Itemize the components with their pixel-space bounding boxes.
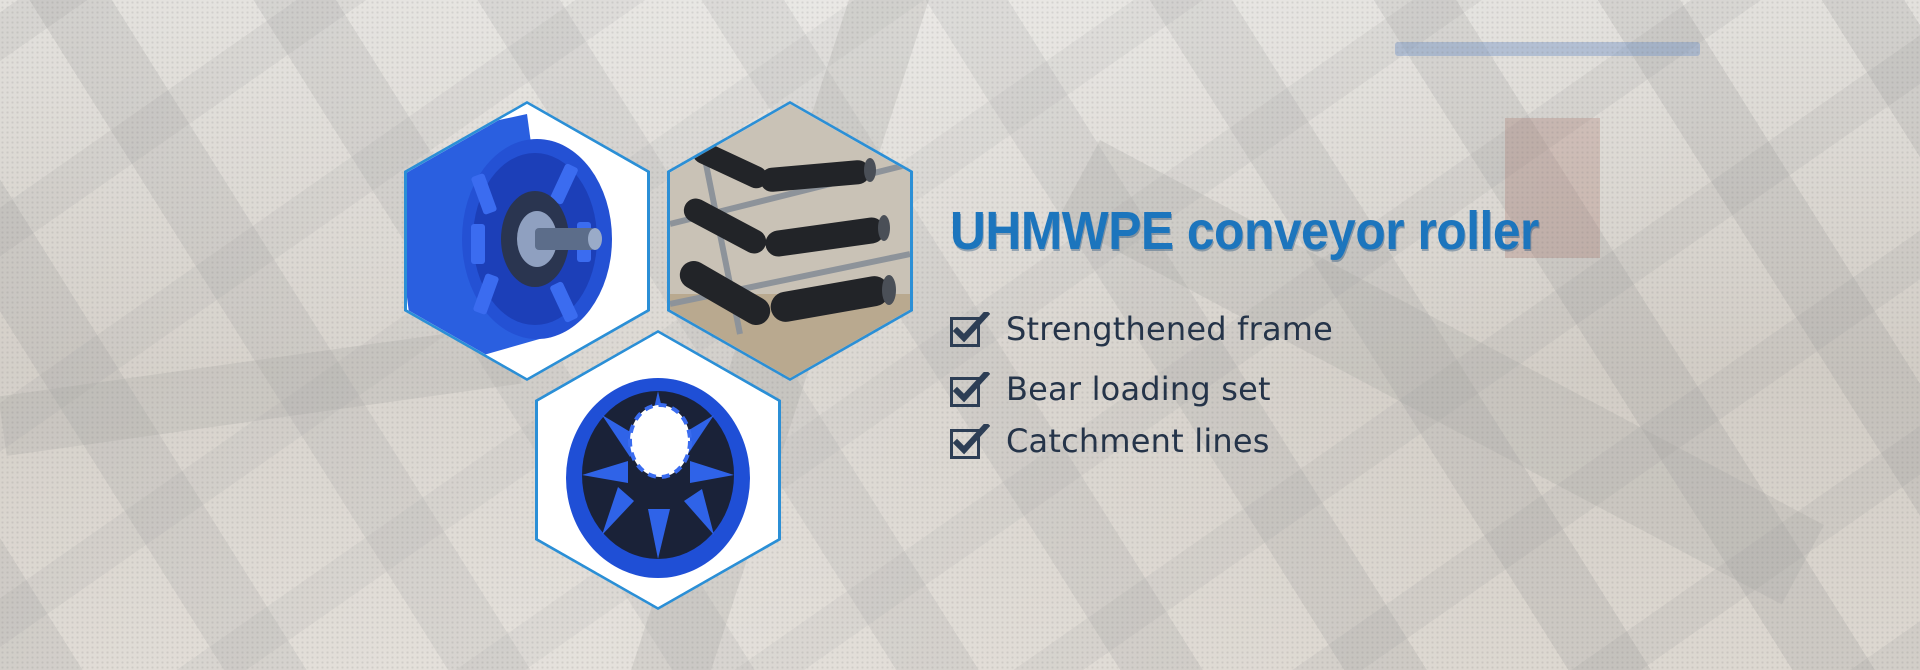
product-image-roller-bore bbox=[535, 330, 781, 610]
banner-title: UHMWPE conveyor roller bbox=[950, 201, 1539, 261]
feature-item: Strengthened frame bbox=[950, 300, 1333, 358]
feature-item: Catchment lines bbox=[950, 412, 1333, 470]
checkbox-checked-icon bbox=[950, 372, 990, 407]
feature-label: Bear loading set bbox=[1006, 370, 1271, 408]
feature-label: Catchment lines bbox=[1006, 422, 1270, 460]
feature-label: Strengthened frame bbox=[1006, 310, 1334, 348]
background-canopy bbox=[1395, 42, 1700, 56]
background-cabinet bbox=[1505, 118, 1600, 258]
checkbox-checked-icon bbox=[950, 312, 990, 347]
feature-list: Strengthened frame Bear loading set Catc… bbox=[950, 300, 1333, 470]
feature-item: Bear loading set bbox=[950, 360, 1333, 418]
checkbox-checked-icon bbox=[950, 424, 990, 459]
